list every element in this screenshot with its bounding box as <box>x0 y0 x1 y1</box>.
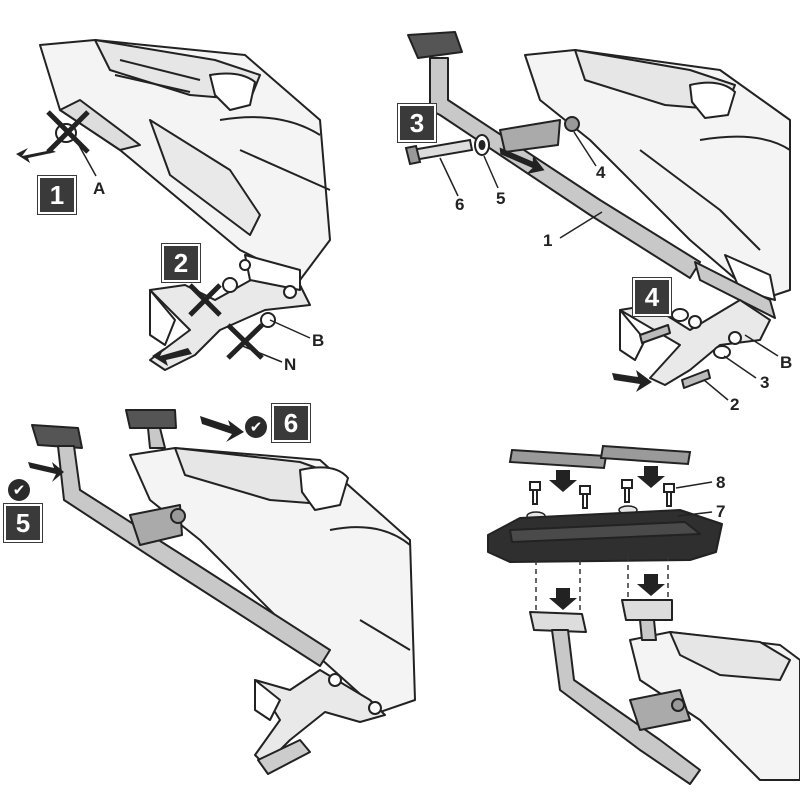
step-3-badge: 3 <box>398 104 436 142</box>
panel-1-arrow <box>16 148 56 163</box>
panel-2-arrow <box>152 348 192 366</box>
plate-arrows <box>549 574 665 610</box>
panel-4-peg-bracket <box>619 299 771 389</box>
callout-part-2: 2 <box>730 395 740 414</box>
callout-N: N <box>284 355 297 374</box>
leader-7 <box>677 511 713 517</box>
panel-3-motorcycle-tail <box>524 49 791 301</box>
step-2-badge: 2 <box>162 244 200 282</box>
panel-6-arrow <box>200 416 244 442</box>
check-icon-step-5: ✔ <box>8 479 30 501</box>
panel-5-rack-arms <box>31 409 331 667</box>
leader-5 <box>483 155 499 189</box>
leader-N-panel2 <box>239 344 283 363</box>
panel-2-cross-marks <box>188 283 264 360</box>
panel-3-arrow <box>499 147 545 175</box>
alignment-guides <box>535 556 669 612</box>
plate-pads <box>508 444 692 470</box>
leader-8 <box>675 481 713 489</box>
callout-B-step2: B <box>312 331 325 350</box>
callout-part-7: 7 <box>716 502 726 521</box>
mounting-screws <box>529 479 675 509</box>
step-6-badge: 6 <box>272 404 310 442</box>
callout-part-4: 4 <box>596 163 606 182</box>
leader-4 <box>573 131 597 167</box>
step-4-badge: 4 <box>633 278 671 316</box>
step-5-badge: 5 <box>4 504 42 542</box>
panel-7-motorcycle <box>629 631 800 781</box>
panel-4-arrow <box>612 370 652 392</box>
callout-part-3: 3 <box>760 373 770 392</box>
callout-A: A <box>93 179 106 198</box>
leader-2 <box>703 379 729 401</box>
callout-part-1: 1 <box>543 231 553 250</box>
panel-3-hardware <box>404 116 580 166</box>
panel-2-passenger-peg-bracket <box>149 254 311 371</box>
panel-5-peg-bracket <box>254 669 386 775</box>
step-1-badge: 1 <box>38 176 76 214</box>
leader-6 <box>439 157 459 197</box>
callout-B-step4: B <box>780 353 793 372</box>
panel-5-arrow <box>28 462 64 482</box>
part-1-rack-arm <box>407 31 776 319</box>
tail-light-removed <box>46 110 97 177</box>
panel-1-motorcycle-tail <box>39 39 331 281</box>
panel-5-motorcycle <box>129 447 416 713</box>
check-icon-step-6: ✔ <box>245 416 267 438</box>
leader-B-panel4 <box>744 334 779 357</box>
callout-part-5: 5 <box>496 189 506 208</box>
leader-3 <box>723 355 757 379</box>
leader-B-panel2 <box>269 319 311 339</box>
top-plate <box>487 509 723 563</box>
pad-arrows <box>549 466 665 492</box>
callout-part-8: 8 <box>716 473 726 492</box>
leader-1 <box>559 211 603 239</box>
panel-7-rack-arms <box>529 599 701 785</box>
callout-part-6: 6 <box>455 195 465 214</box>
